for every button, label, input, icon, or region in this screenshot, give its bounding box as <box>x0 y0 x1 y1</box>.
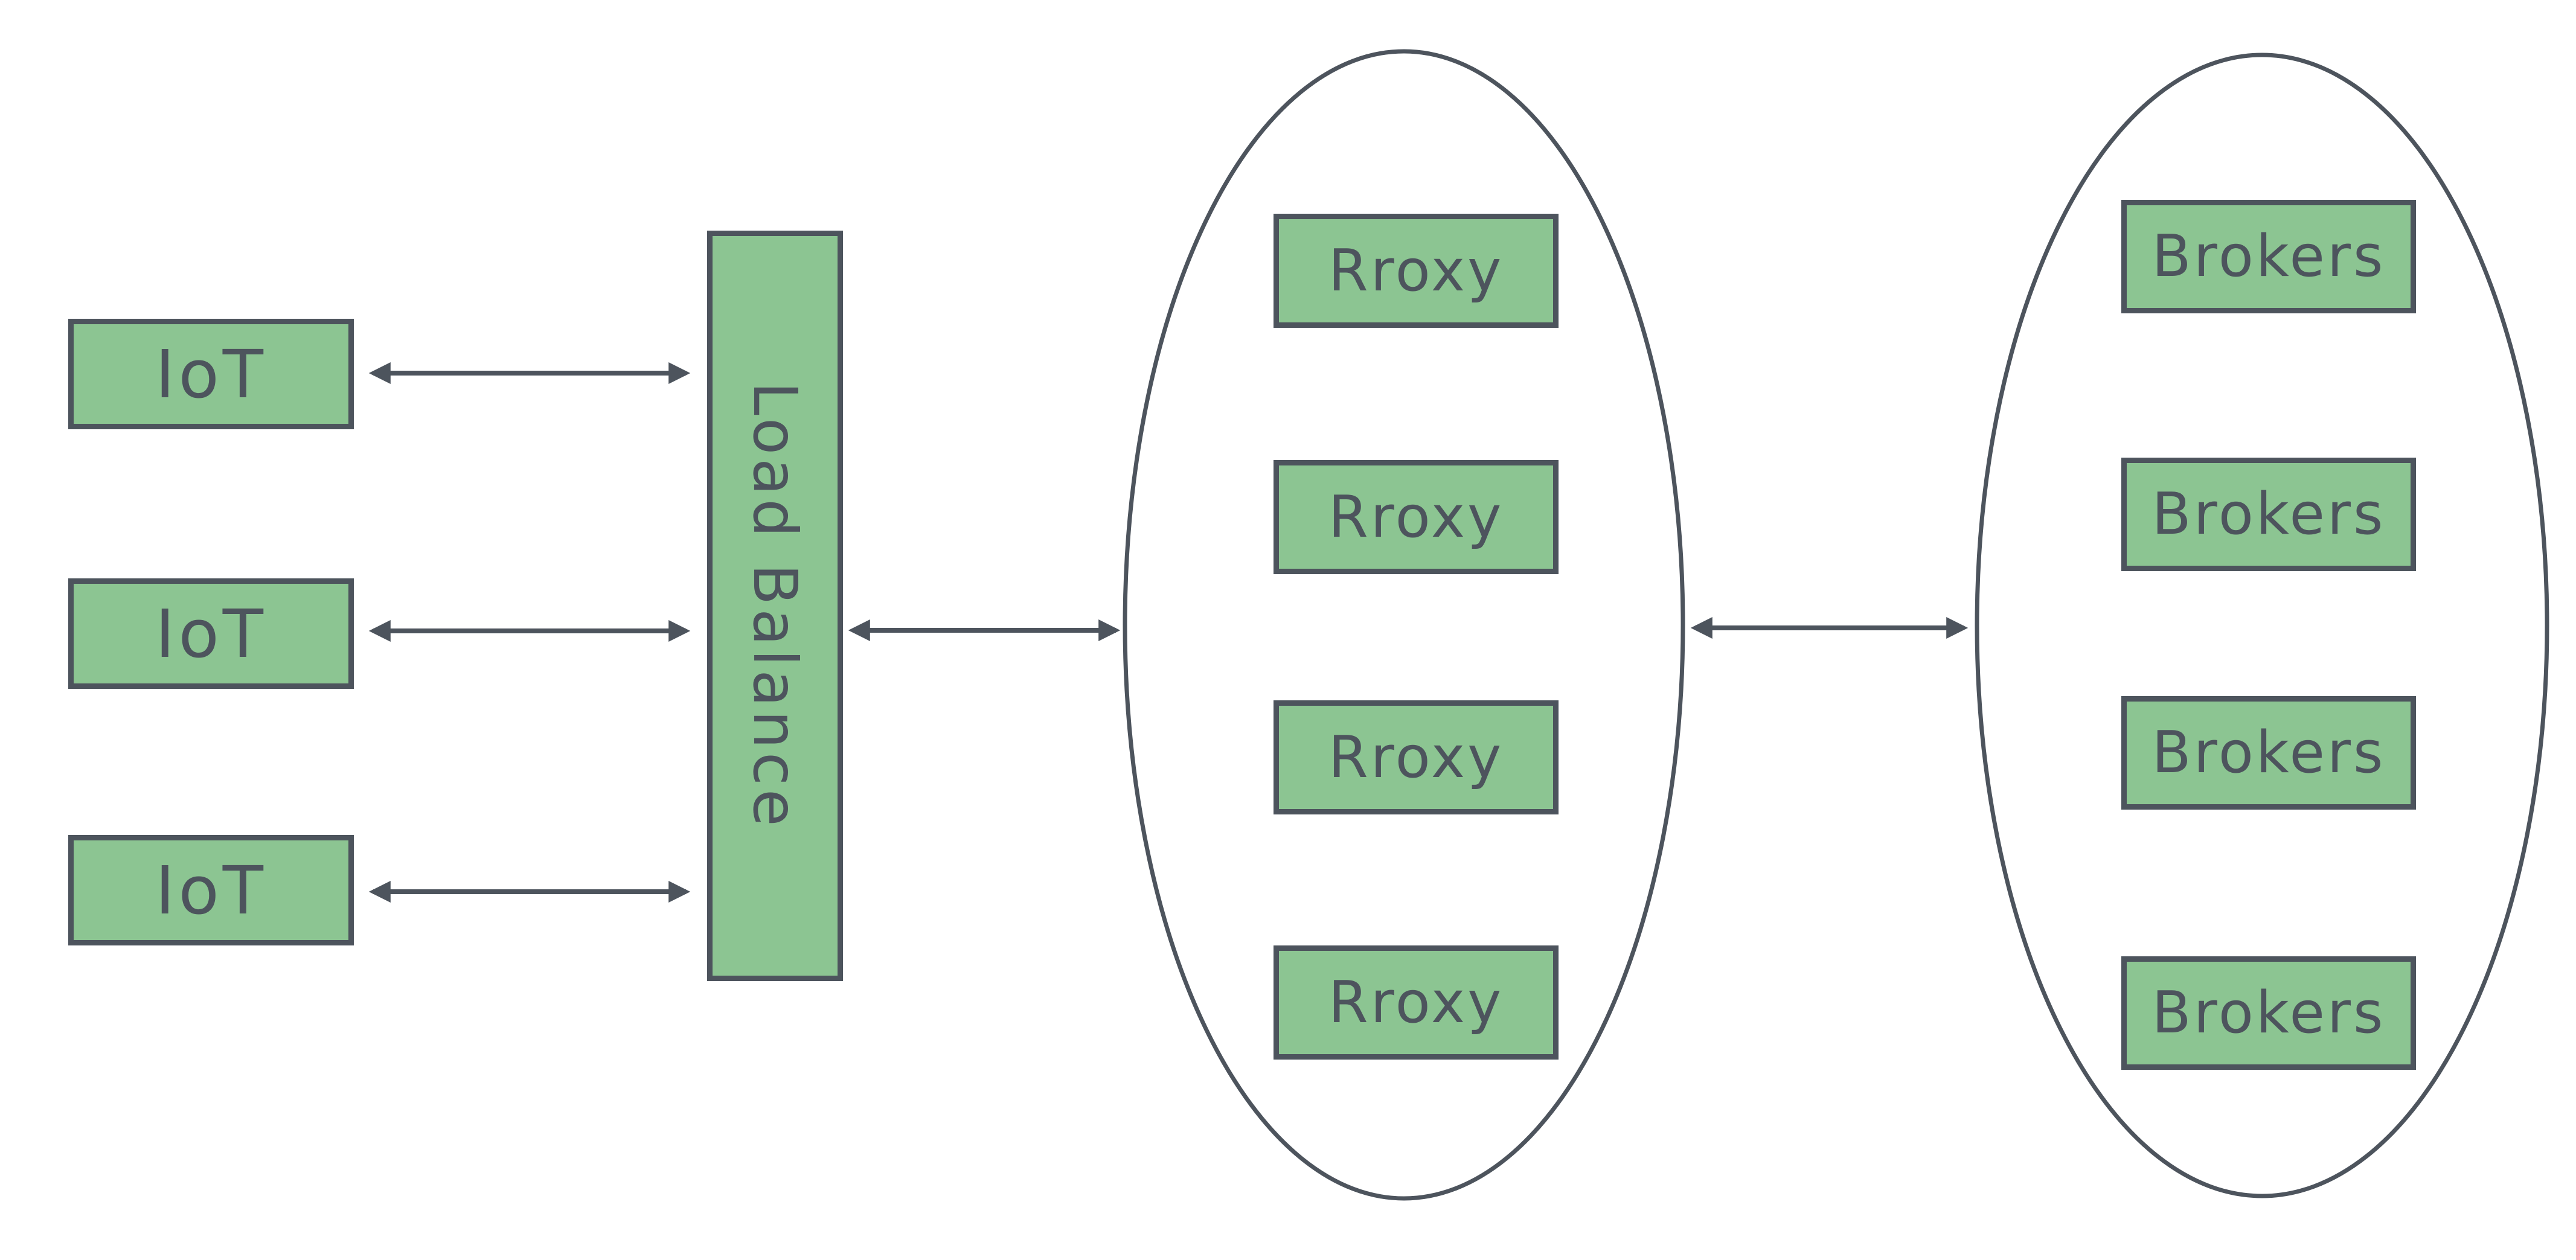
proxy-node-2-label: Rroxy <box>1328 484 1504 551</box>
iot-node-1-label: IoT <box>155 335 267 413</box>
broker-cluster-ellipse <box>1975 53 2549 1198</box>
proxy-cluster-ellipse <box>1123 49 1685 1201</box>
broker-node-4: Brokers <box>2121 956 2416 1070</box>
broker-node-4-label: Brokers <box>2151 980 2386 1046</box>
broker-node-3-label: Brokers <box>2151 720 2386 786</box>
broker-node-3: Brokers <box>2121 696 2416 810</box>
broker-node-2-label: Brokers <box>2151 481 2386 548</box>
proxy-node-4-label: Rroxy <box>1328 969 1504 1036</box>
iot-node-1: IoT <box>68 319 354 429</box>
proxy-node-1: Rroxy <box>1274 214 1559 328</box>
load-balancer-label: Load Balance <box>740 382 810 830</box>
proxy-node-2: Rroxy <box>1274 460 1559 574</box>
iot-node-2-label: IoT <box>155 595 267 673</box>
broker-node-1: Brokers <box>2121 200 2416 313</box>
proxy-node-1-label: Rroxy <box>1328 237 1504 304</box>
broker-node-1-label: Brokers <box>2151 223 2386 290</box>
broker-node-2: Brokers <box>2121 458 2416 571</box>
iot-node-3-label: IoT <box>155 851 267 929</box>
proxy-node-4: Rroxy <box>1274 945 1559 1060</box>
load-balancer-node: Load Balance <box>707 231 843 981</box>
iot-node-3: IoT <box>68 835 354 945</box>
proxy-node-3-label: Rroxy <box>1328 724 1504 791</box>
proxy-node-3: Rroxy <box>1274 700 1559 814</box>
iot-node-2: IoT <box>68 578 354 689</box>
